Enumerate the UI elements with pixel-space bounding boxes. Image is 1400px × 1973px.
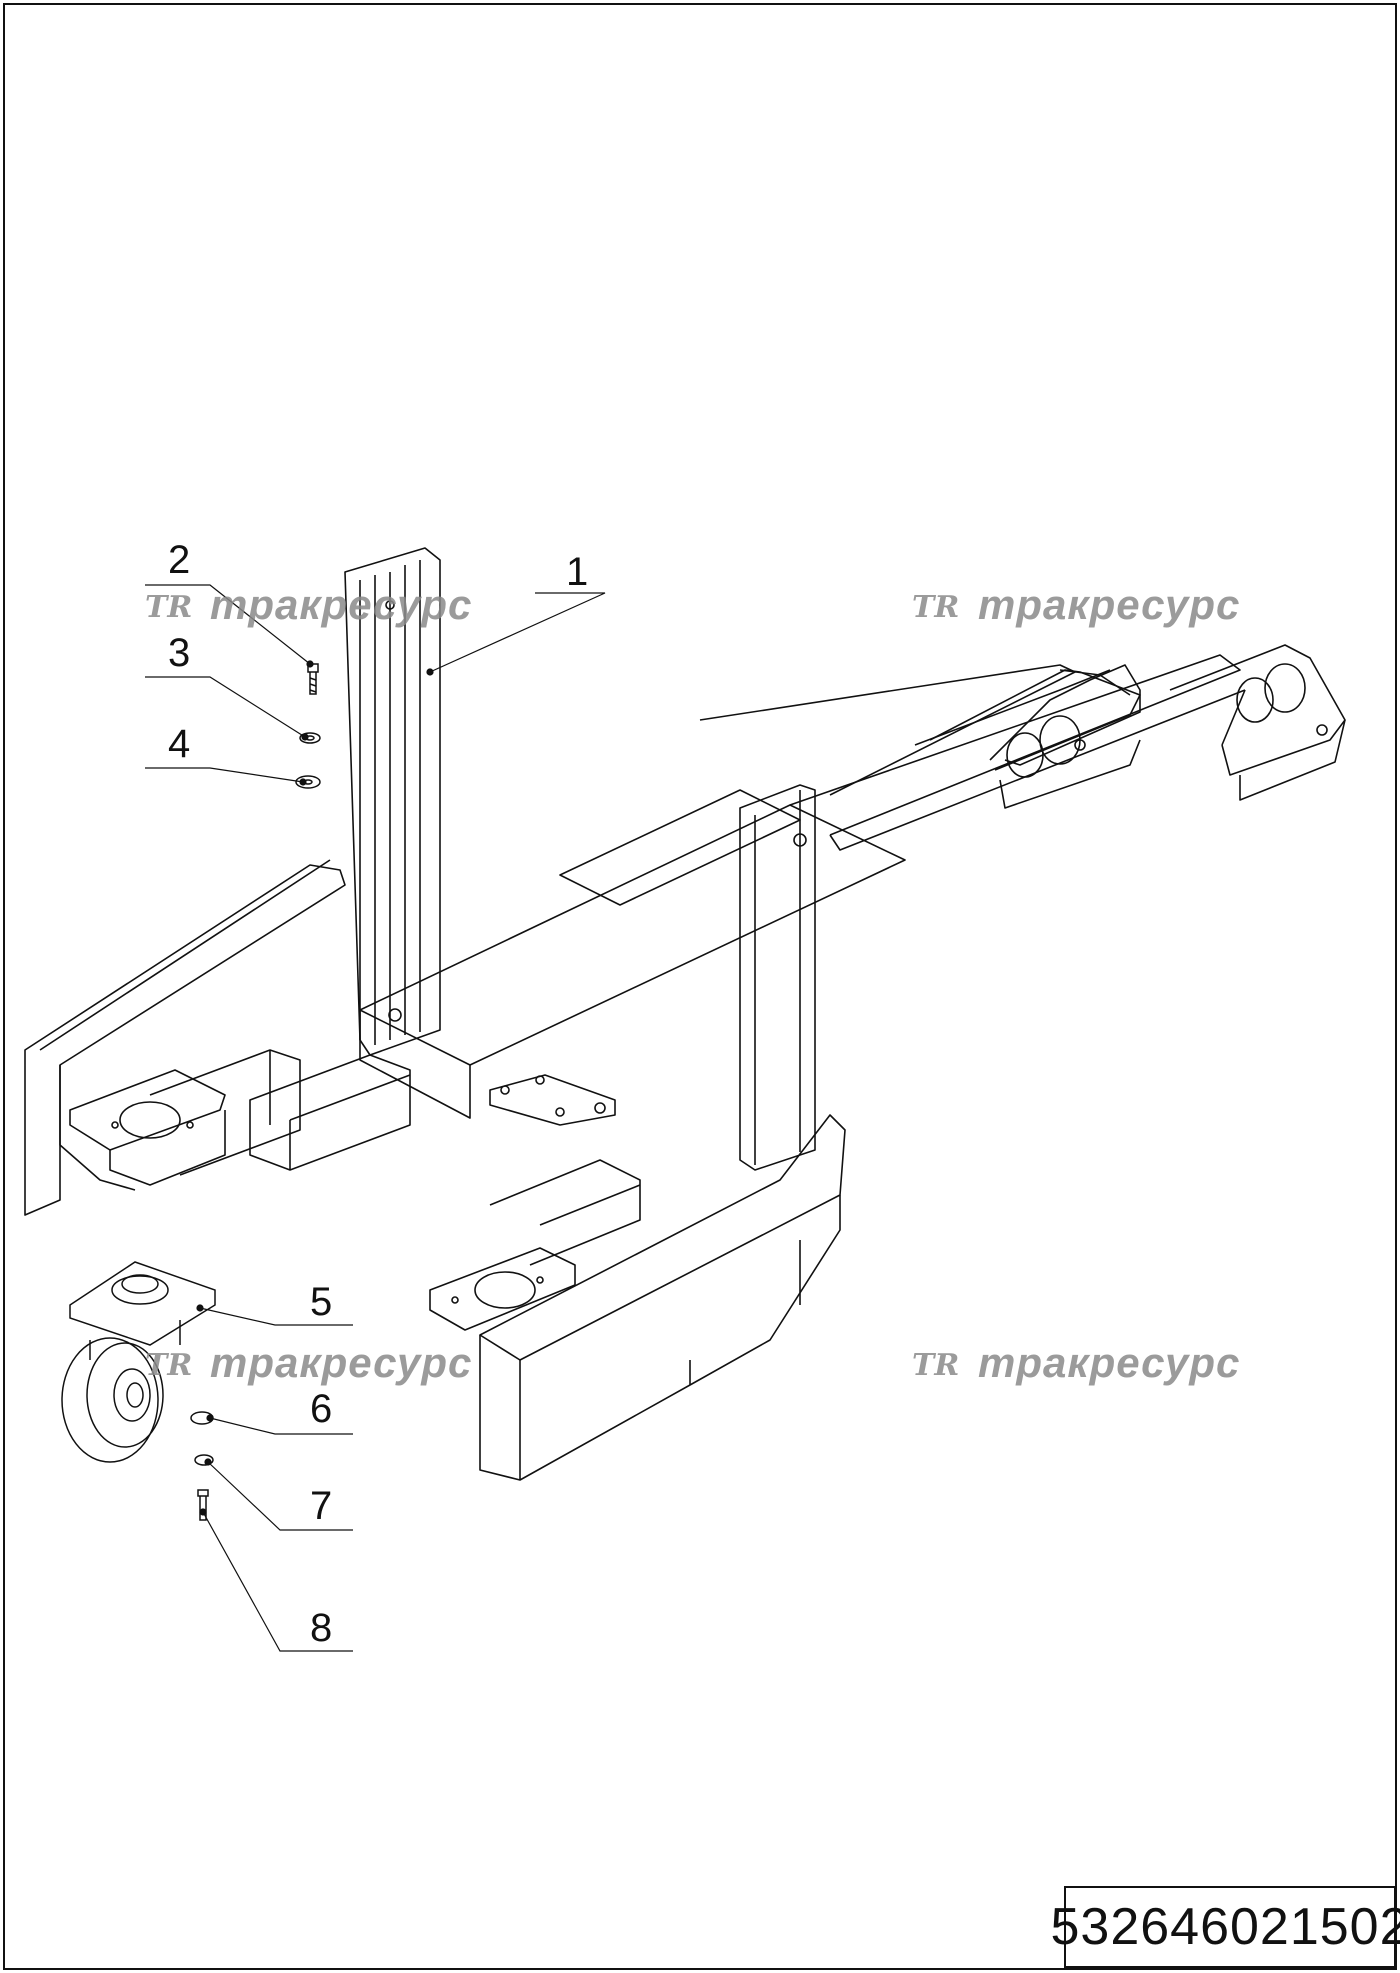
sheet-border [3, 3, 1397, 1970]
watermark-brand: тракресурс [210, 581, 472, 628]
pallet-truck-frame [24, 547, 1346, 1481]
watermark-bottom-left: TR тракресурс [145, 1339, 472, 1386]
callout-3: 3 [168, 631, 190, 675]
hardware-parts [61, 663, 321, 1521]
callout-4: 4 [168, 722, 190, 766]
watermark-logo: TR [145, 1348, 192, 1383]
watermark-brand: тракресурс [978, 1339, 1240, 1386]
watermark-top-right: TR тракресурс [912, 581, 1240, 628]
callout-7: 7 [310, 1484, 332, 1528]
callout-6: 6 [310, 1387, 332, 1431]
callout-5: 5 [310, 1280, 332, 1324]
drawing-number: 532646021502 [1050, 1886, 1400, 1968]
callout-1: 1 [566, 550, 588, 594]
watermark-logo: TR [145, 590, 192, 625]
watermark-bottom-right: TR тракресурс [912, 1339, 1240, 1386]
watermark-top-left: TR тракресурс [145, 581, 472, 628]
watermark-logo: TR [912, 1348, 959, 1383]
watermark-brand: тракресурс [210, 1339, 472, 1386]
watermark-logo: TR [912, 590, 959, 625]
callout-2: 2 [168, 538, 190, 582]
leader-lines [145, 584, 606, 1652]
callout-8: 8 [310, 1606, 332, 1650]
watermark-brand: тракресурс [978, 581, 1240, 628]
